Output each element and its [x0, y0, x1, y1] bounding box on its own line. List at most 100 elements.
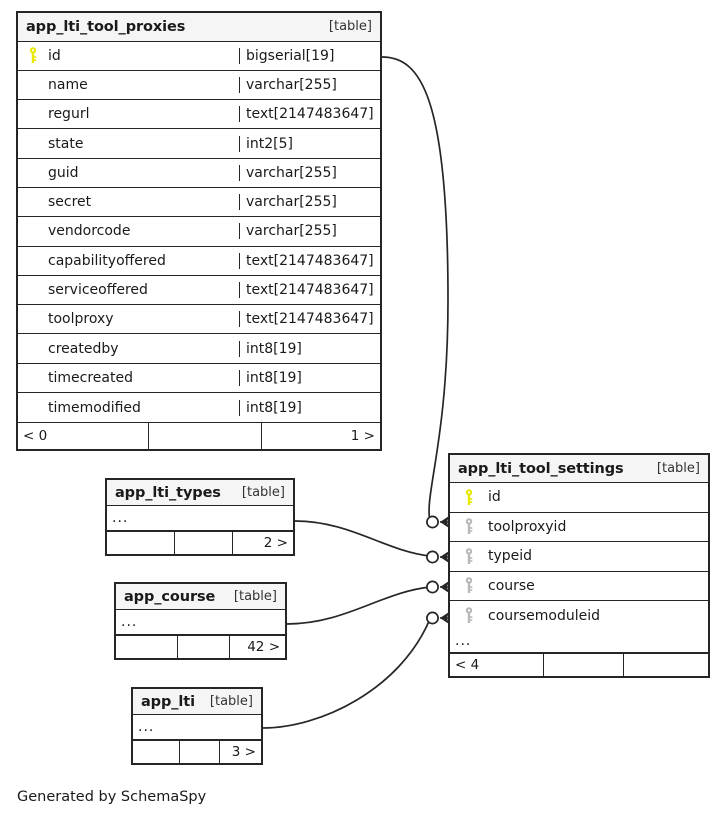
column-type: bigserial[19]: [239, 47, 380, 64]
footer-child-count: 1 >: [260, 423, 380, 449]
column-type: text[2147483647]: [239, 252, 380, 269]
endpoint-markers: [426, 515, 449, 625]
column-list: id toolproxyid typeid course coursemoduleid: [450, 483, 708, 631]
column-name-cell: course: [450, 577, 708, 594]
table-row[interactable]: capabilityoffered text[2147483647]: [18, 246, 380, 276]
footer-parent-count: [107, 532, 174, 554]
footer-parent-count: [133, 741, 179, 763]
table-type-tag: [table]: [233, 589, 277, 604]
table-title: app_lti_tool_proxies: [26, 18, 186, 35]
column-type: varchar[255]: [239, 194, 380, 211]
column-name: regurl: [48, 106, 90, 123]
column-type: varchar[255]: [239, 164, 380, 181]
column-type: varchar[255]: [239, 223, 380, 240]
table-title: app_course: [124, 588, 216, 605]
column-name: createdby: [48, 340, 119, 357]
table-footer: 2 >: [107, 531, 293, 554]
foreign-key-icon: [464, 577, 474, 594]
column-name: secret: [48, 194, 92, 211]
connector-coursemoduleid: [262, 618, 431, 729]
table-type-tag: [table]: [328, 19, 372, 35]
connector-typeid: [294, 520, 431, 557]
column-type: int8[19]: [239, 399, 380, 416]
column-name-cell: capabilityoffered: [18, 253, 239, 269]
table-header: app_lti_types [table]: [107, 480, 293, 506]
table-title: app_lti: [141, 693, 195, 710]
column-name: typeid: [488, 548, 533, 565]
table-title: app_lti_types: [115, 484, 221, 501]
column-name: capabilityoffered: [48, 252, 166, 269]
table-row[interactable]: typeid: [450, 542, 708, 572]
column-name-cell: state: [18, 136, 239, 152]
table-row[interactable]: coursemoduleid: [450, 601, 708, 631]
table-app-course[interactable]: app_course [table] ... 42 >: [114, 582, 287, 660]
column-name: serviceoffered: [48, 282, 148, 299]
column-name-cell: timecreated: [18, 370, 239, 386]
table-row[interactable]: toolproxy text[2147483647]: [18, 305, 380, 335]
column-name-cell: serviceoffered: [18, 282, 239, 298]
foreign-key-icon: [464, 547, 474, 565]
footer-middle: [176, 636, 229, 658]
column-name: toolproxy: [48, 311, 114, 328]
column-type: int2[5]: [239, 135, 380, 152]
primary-key-icon: [28, 47, 38, 64]
table-row[interactable]: vendorcode varchar[255]: [18, 217, 380, 247]
table-footer: < 0 1 >: [18, 422, 380, 449]
table-row[interactable]: timemodified int8[19]: [18, 393, 380, 423]
table-app-lti[interactable]: app_lti [table] ... 3 >: [131, 687, 263, 765]
column-name-cell: timemodified: [18, 400, 239, 416]
footer-parent-count: < 0: [23, 428, 48, 445]
table-app-lti-types[interactable]: app_lti_types [table] ... 2 >: [105, 478, 295, 556]
table-type-tag: [table]: [209, 694, 253, 709]
table-row[interactable]: state int2[5]: [18, 129, 380, 159]
table-row[interactable]: secret varchar[255]: [18, 188, 380, 218]
table-row[interactable]: course: [450, 571, 708, 602]
table-footer: < 4: [450, 652, 708, 677]
column-name-cell: regurl: [18, 106, 239, 122]
column-name-cell: id: [18, 47, 239, 64]
column-type: text[2147483647]: [239, 311, 380, 328]
table-row[interactable]: timecreated int8[19]: [18, 363, 380, 394]
column-type: text[2147483647]: [239, 106, 380, 123]
table-row[interactable]: regurl text[2147483647]: [18, 100, 380, 130]
column-name: vendorcode: [48, 223, 131, 240]
table-type-tag: [table]: [241, 485, 285, 500]
footer-parent-count: < 4: [455, 656, 480, 673]
column-name-cell: createdby: [18, 341, 239, 357]
column-name-cell: name: [18, 77, 239, 93]
column-name-cell: id: [450, 488, 708, 506]
table-row[interactable]: guid varchar[255]: [18, 158, 380, 188]
column-name-cell: coursemoduleid: [450, 607, 708, 624]
table-row[interactable]: toolproxyid: [450, 512, 708, 543]
footer-child-count: 2 >: [231, 532, 293, 554]
more-columns-ellipsis: ...: [133, 715, 261, 740]
column-name: toolproxyid: [488, 518, 567, 535]
footer-child-count: 3 >: [218, 741, 261, 763]
column-name: id: [488, 489, 501, 506]
footer-middle: [148, 423, 260, 449]
connector-course: [286, 586, 431, 625]
table-header: app_course [table]: [116, 584, 285, 610]
table-type-tag: [table]: [656, 461, 700, 477]
column-name: name: [48, 76, 88, 93]
footer-child-count: [622, 653, 708, 677]
column-name-cell: guid: [18, 165, 239, 181]
column-name: timecreated: [48, 369, 133, 386]
column-name: state: [48, 135, 84, 152]
table-header: app_lti_tool_settings [table]: [450, 455, 708, 484]
footer-middle: [179, 741, 219, 763]
table-row[interactable]: id: [450, 483, 708, 513]
column-name: timemodified: [48, 399, 141, 416]
primary-key-icon: [464, 488, 474, 506]
column-type: int8[19]: [239, 369, 380, 386]
table-app-lti-tool-settings[interactable]: app_lti_tool_settings [table] id toolprox…: [448, 453, 710, 678]
column-name: coursemoduleid: [488, 607, 601, 624]
column-name: guid: [48, 164, 79, 181]
more-columns-ellipsis: ...: [450, 631, 708, 653]
